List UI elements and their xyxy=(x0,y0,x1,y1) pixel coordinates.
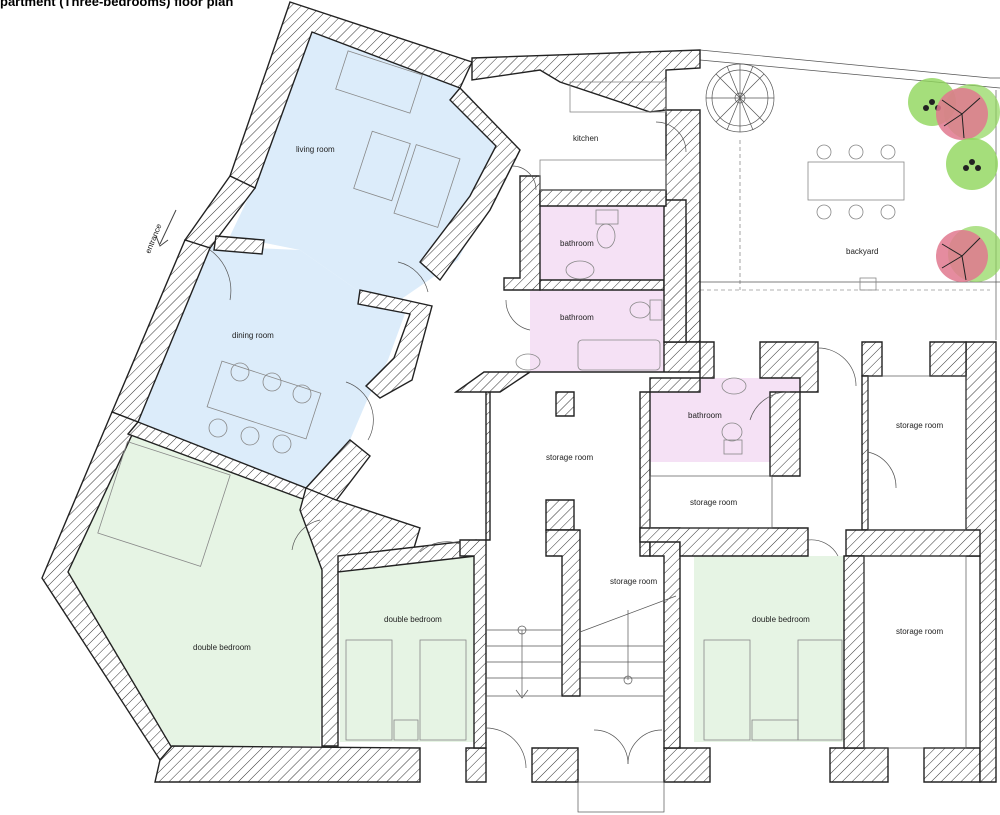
wall-living-east xyxy=(419,86,521,282)
wall-bath-east xyxy=(663,199,687,343)
storage-right-upper-outline xyxy=(867,375,967,531)
dining-table xyxy=(206,360,322,454)
wall-bath-west xyxy=(503,175,541,291)
living-room-sofas xyxy=(335,50,461,228)
bed-left xyxy=(97,441,231,567)
wall-living-south xyxy=(213,235,265,255)
wall-dining-east xyxy=(357,289,433,399)
wall-right-bath-north xyxy=(649,341,715,393)
wall-corridor-center xyxy=(555,391,575,417)
entrance-step xyxy=(577,781,665,813)
wall-storage-right-south xyxy=(845,529,981,557)
doors xyxy=(209,121,897,769)
backyard-inner-line-1 xyxy=(699,59,1000,89)
wall-bedroom-right-east xyxy=(843,555,865,749)
label-storage-right-lower: storage room xyxy=(896,627,943,636)
label-bedroom-mid: double bedroom xyxy=(384,615,442,624)
spiral-staircase xyxy=(705,63,775,133)
label-bathroom-mid: bathroom xyxy=(560,313,594,322)
kitchen-counter-2 xyxy=(539,159,667,191)
label-kitchen: kitchen xyxy=(573,134,598,143)
kitchen-counter xyxy=(569,81,667,113)
label-storage-stair: storage room xyxy=(610,577,657,586)
wall-outer-south-mid xyxy=(531,747,579,783)
bedroom-left-fill xyxy=(68,434,326,746)
wall-bath-divider xyxy=(539,279,665,291)
bedroom-mid-fill xyxy=(340,556,474,742)
wall-storage-right-north-2 xyxy=(929,341,967,377)
dining-room-fill xyxy=(138,246,410,488)
tree-icon xyxy=(936,226,1000,282)
bedroom-right-fill xyxy=(694,556,844,742)
label-bedroom-left: double bedroom xyxy=(193,643,251,652)
bathroom-top-fill xyxy=(532,206,664,282)
wall-storage-right-west xyxy=(861,375,869,531)
bed-mid xyxy=(345,639,467,741)
wall-storage-south xyxy=(545,499,575,531)
wall-outer-south-east xyxy=(829,747,889,783)
label-bathroom-right: bathroom xyxy=(688,411,722,420)
label-bathroom-top: bathroom xyxy=(560,239,594,248)
label-entrance: entrance xyxy=(144,222,164,255)
wall-kitchen-south xyxy=(539,189,667,207)
plan-title: partment (Three-bedrooms) floor plan xyxy=(0,0,234,9)
wall-outer-south-right xyxy=(465,747,487,783)
label-storage-center: storage room xyxy=(546,453,593,462)
wall-kitchen-north xyxy=(471,49,701,113)
bathroom-fixtures xyxy=(515,209,747,455)
wall-outer-south-east-2 xyxy=(923,747,981,783)
wall-dining-south xyxy=(126,421,371,507)
label-backyard: backyard xyxy=(846,247,878,256)
backyard-drain xyxy=(859,277,877,291)
bed-right xyxy=(703,639,843,741)
main-staircase xyxy=(486,595,677,699)
living-room-fill xyxy=(230,32,498,300)
wall-outer-east xyxy=(965,341,997,783)
backyard-boundary xyxy=(699,49,1000,79)
storage-right-lower-outline xyxy=(863,555,967,749)
storage-mid-outline xyxy=(649,475,773,529)
wall-outer-south xyxy=(154,745,421,783)
wall-stair-core xyxy=(545,529,581,697)
label-bedroom-right: double bedroom xyxy=(752,615,810,624)
label-storage-mid: storage room xyxy=(690,498,737,507)
label-storage-right-upper: storage room xyxy=(896,421,943,430)
wall-storage-right-north xyxy=(861,341,883,377)
wall-right-bath-east xyxy=(769,391,801,477)
wall-storage-mid-south xyxy=(639,527,809,557)
tree-icon xyxy=(946,138,998,190)
wall-outer-south-far xyxy=(663,747,711,783)
label-dining-room: dining room xyxy=(232,331,274,340)
wall-stair-core-east xyxy=(649,527,681,749)
bathroom-mid-fill xyxy=(530,290,664,372)
entrance-arrow-icon xyxy=(155,209,177,247)
wall-stair-west xyxy=(485,379,491,541)
label-living-room: living room xyxy=(296,145,335,154)
tree-icon xyxy=(936,84,1000,140)
backyard-table xyxy=(807,144,905,220)
